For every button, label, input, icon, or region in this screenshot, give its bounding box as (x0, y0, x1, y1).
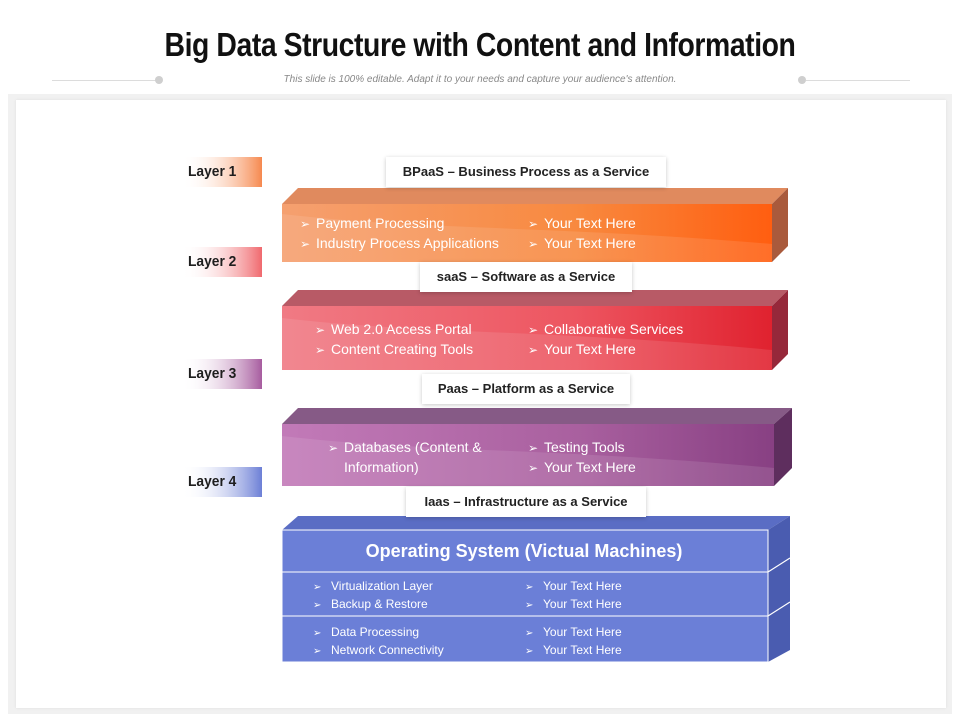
layer-4-label: Layer 4 (188, 473, 237, 490)
band-3-purple (282, 408, 792, 486)
list-item: ➢Your Text Here (528, 214, 636, 234)
list-item: ➢Your Text Here (525, 596, 622, 614)
os-block-blue (281, 516, 791, 663)
list-item: ➢Your Text Here (528, 340, 683, 360)
slide-title: Big Data Structure with Content and Info… (164, 26, 796, 63)
band-1-orange (282, 188, 788, 262)
layer-4-tab (182, 467, 262, 497)
os-row-1-right-list: ➢Your Text Here ➢Your Text Here (525, 578, 622, 614)
bullet-arrow-icon: ➢ (315, 323, 326, 337)
layer-2-label: Layer 2 (188, 253, 237, 270)
list-item: ➢Content Creating Tools (315, 340, 473, 360)
divider-dot-right (798, 76, 806, 84)
bullet-arrow-icon: ➢ (328, 441, 339, 455)
slide-subtitle: This slide is 100% editable. Adapt it to… (283, 74, 677, 85)
layer-1-label: Layer 1 (188, 163, 237, 180)
band-2-red (282, 290, 788, 370)
band-2-right-list: ➢Collaborative Services ➢Your Text Here (528, 320, 683, 360)
bullet-arrow-icon: ➢ (313, 582, 322, 593)
bullet-arrow-icon: ➢ (528, 217, 539, 231)
bullet-arrow-icon: ➢ (313, 628, 322, 639)
os-row-2-right-list: ➢Your Text Here ➢Your Text Here (525, 624, 622, 660)
list-item: ➢Your Text Here (525, 642, 622, 660)
bullet-arrow-icon: ➢ (313, 600, 322, 611)
bullet-arrow-icon: ➢ (313, 646, 322, 657)
list-item: ➢Your Text Here (525, 578, 622, 596)
layer-1-tab (182, 157, 262, 187)
bpaas-label: BPaaS – Business Process as a Service (386, 157, 666, 187)
iaas-label: Iaas – Infrastructure as a Service (406, 487, 646, 517)
bullet-arrow-icon: ➢ (300, 217, 311, 231)
os-title: Operating System (Victual Machines) (365, 541, 683, 561)
list-item: ➢Collaborative Services (528, 320, 683, 340)
title-divider-right (806, 80, 910, 81)
list-item: ➢Your Text Here (528, 458, 636, 478)
band-2-left-list: ➢Web 2.0 Access Portal ➢Content Creating… (315, 320, 473, 360)
bullet-arrow-icon: ➢ (525, 582, 534, 593)
list-item: ➢Network Connectivity (313, 642, 444, 660)
list-item: ➢Industry Process Applications (300, 234, 499, 254)
saas-label: saaS – Software as a Service (420, 262, 632, 292)
bullet-arrow-icon: ➢ (528, 237, 539, 251)
divider-dot-left (155, 76, 163, 84)
list-item: ➢Testing Tools (528, 438, 636, 458)
layer-3-tab (182, 359, 262, 389)
layer-2-tab (182, 247, 262, 277)
bullet-arrow-icon: ➢ (528, 343, 539, 357)
bullet-arrow-icon: ➢ (315, 343, 326, 357)
os-row-2-left-list: ➢Data Processing ➢Network Connectivity (313, 624, 444, 660)
list-item: Information) (344, 459, 419, 475)
bullet-arrow-icon: ➢ (525, 628, 534, 639)
band-1-left-list: ➢Payment Processing ➢Industry Process Ap… (300, 214, 499, 254)
band-3-left-list: ➢Databases (Content & Information) (328, 438, 482, 477)
bullet-arrow-icon: ➢ (525, 646, 534, 657)
bullet-arrow-icon: ➢ (525, 600, 534, 611)
list-item: ➢Your Text Here (528, 234, 636, 254)
title-divider-left (52, 80, 158, 81)
paas-label: Paas – Platform as a Service (422, 374, 630, 404)
layer-3-label: Layer 3 (188, 365, 237, 382)
bullet-arrow-icon: ➢ (528, 323, 539, 337)
bullet-arrow-icon: ➢ (528, 461, 539, 475)
list-item: ➢Databases (Content & (328, 438, 482, 458)
list-item: ➢Virtualization Layer (313, 578, 433, 596)
list-item: ➢Data Processing (313, 624, 444, 642)
bullet-arrow-icon: ➢ (528, 441, 539, 455)
band-1-right-list: ➢Your Text Here ➢Your Text Here (528, 214, 636, 254)
list-item: ➢Payment Processing (300, 214, 499, 234)
band-3-right-list: ➢Testing Tools ➢Your Text Here (528, 438, 636, 478)
os-row-1-left-list: ➢Virtualization Layer ➢Backup & Restore (313, 578, 433, 614)
list-item: ➢Web 2.0 Access Portal (315, 320, 473, 340)
bullet-arrow-icon: ➢ (300, 237, 311, 251)
list-item: ➢Backup & Restore (313, 596, 433, 614)
list-item: ➢Your Text Here (525, 624, 622, 642)
